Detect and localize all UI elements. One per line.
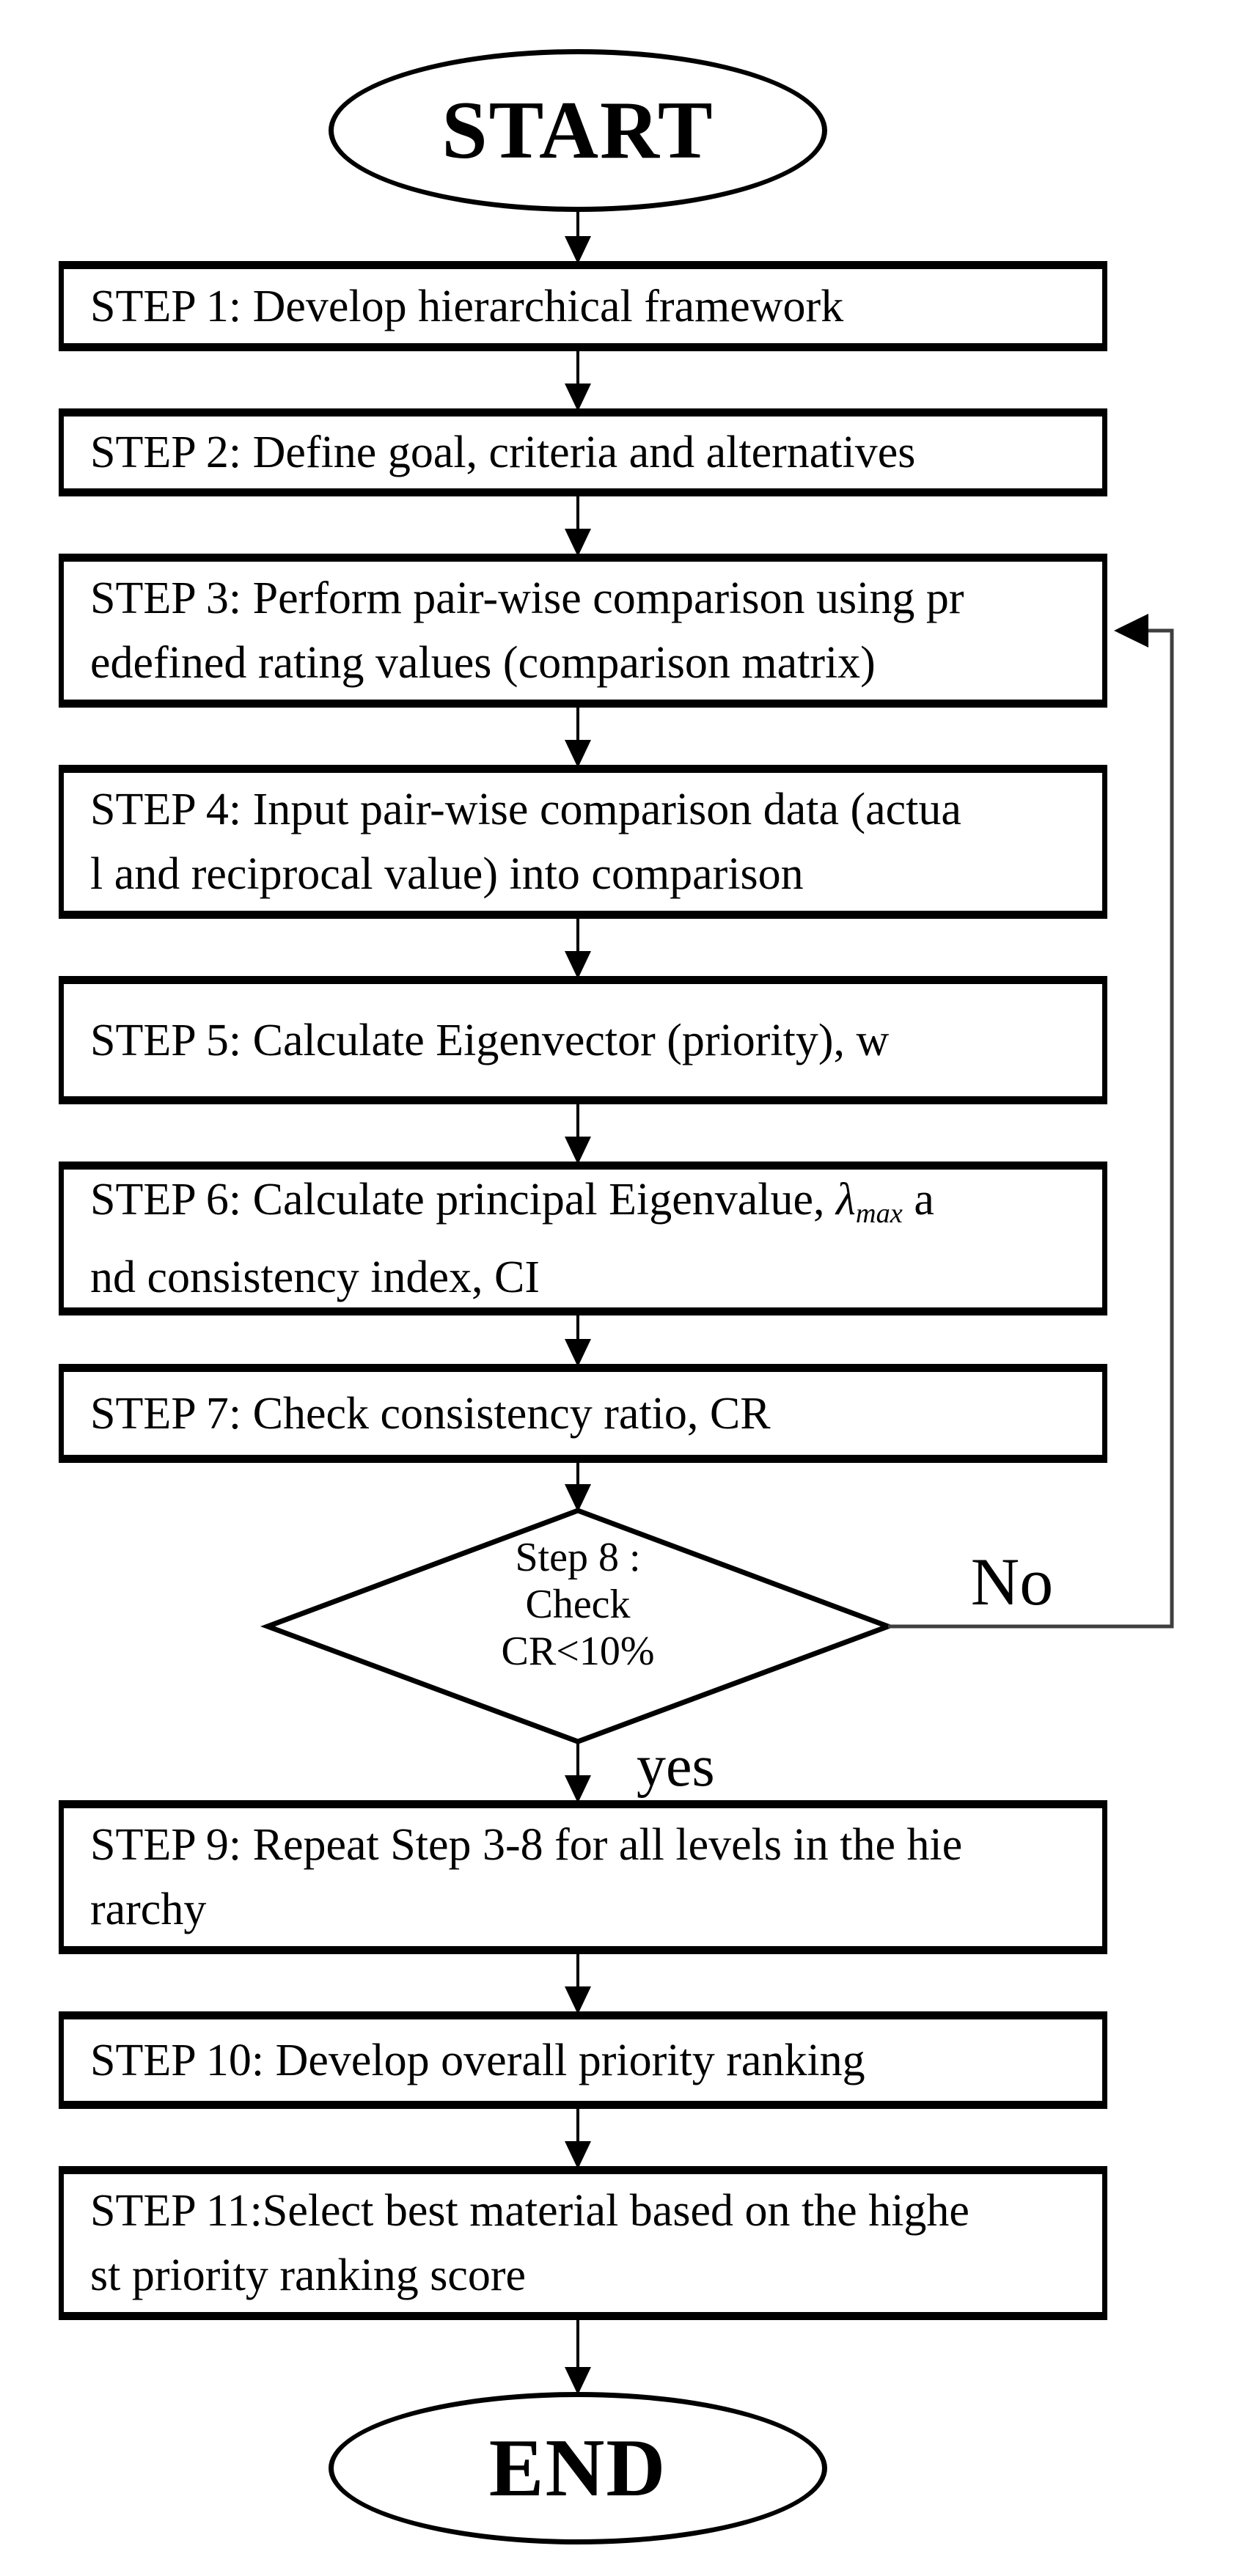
step-4-text-line-2: l and reciprocal value) into comparison xyxy=(90,849,804,899)
step-9-box: STEP 9: Repeat Step 3-8 for all levels i… xyxy=(59,1800,1107,1954)
step-3-text-line-2: edefined rating values (comparison matri… xyxy=(90,638,876,688)
step-9-text-line-1: STEP 9: Repeat Step 3-8 for all levels i… xyxy=(90,1820,963,1870)
step-4-text-line-1: STEP 4: Input pair-wise comparison data … xyxy=(90,785,961,834)
feedback-arrowhead-icon xyxy=(1114,614,1148,647)
decision-line-3: CR<10% xyxy=(501,1629,655,1674)
step-4-box: STEP 4: Input pair-wise comparison data … xyxy=(59,765,1107,919)
step-6-box: STEP 6: Calculate principal Eigenvalue, … xyxy=(59,1162,1107,1315)
step-11-box: STEP 11:Select best material based on th… xyxy=(59,2166,1107,2320)
start-label: START xyxy=(441,84,714,176)
lambda-subscript: max xyxy=(855,1197,903,1229)
step-5-text: STEP 5: Calculate Eigenvector (priority)… xyxy=(90,1015,890,1065)
step-6-text-line-2: nd consistency index, CI xyxy=(90,1252,540,1303)
yes-branch-label: yes xyxy=(637,1734,715,1799)
start-terminator: START xyxy=(329,49,827,212)
step-10-box: STEP 10: Develop overall priority rankin… xyxy=(59,2011,1107,2109)
step-2-text: STEP 2: Define goal, criteria and altern… xyxy=(90,428,916,477)
step-10-text: STEP 10: Develop overall priority rankin… xyxy=(90,2035,865,2085)
step-1-text: STEP 1: Develop hierarchical framework xyxy=(90,281,844,331)
step-11-text-line-1: STEP 11:Select best material based on th… xyxy=(90,2186,969,2236)
end-terminator: END xyxy=(329,2392,827,2544)
decision-label: Step 8 : Check CR<10% xyxy=(409,1534,747,1675)
step-7-text: STEP 7: Check consistency ratio, CR xyxy=(90,1388,771,1439)
step-6-text-pre: STEP 6: Calculate principal Eigenvalue, xyxy=(90,1174,836,1225)
no-branch-label: No xyxy=(970,1544,1054,1619)
step-3-text-line-1: STEP 3: Perform pair-wise comparison usi… xyxy=(90,573,964,623)
step-3-box: STEP 3: Perform pair-wise comparison usi… xyxy=(59,554,1107,708)
step-2-box: STEP 2: Define goal, criteria and altern… xyxy=(59,408,1107,496)
decision-line-1: Step 8 : xyxy=(515,1535,641,1580)
step-7-box: STEP 7: Check consistency ratio, CR xyxy=(59,1364,1107,1463)
step-5-box: STEP 5: Calculate Eigenvector (priority)… xyxy=(59,976,1107,1104)
step-6-text-line-1: STEP 6: Calculate principal Eigenvalue, … xyxy=(90,1167,1102,1246)
step-6-text-post: a xyxy=(902,1174,934,1225)
decision-line-2: Check xyxy=(525,1582,631,1627)
step-1-box: STEP 1: Develop hierarchical framework xyxy=(59,261,1107,351)
end-label: END xyxy=(488,2422,667,2514)
step-9-text-line-2: rarchy xyxy=(90,1885,207,1934)
step-11-text-line-2: st priority ranking score xyxy=(90,2250,527,2300)
lambda-symbol: λ xyxy=(835,1174,856,1225)
